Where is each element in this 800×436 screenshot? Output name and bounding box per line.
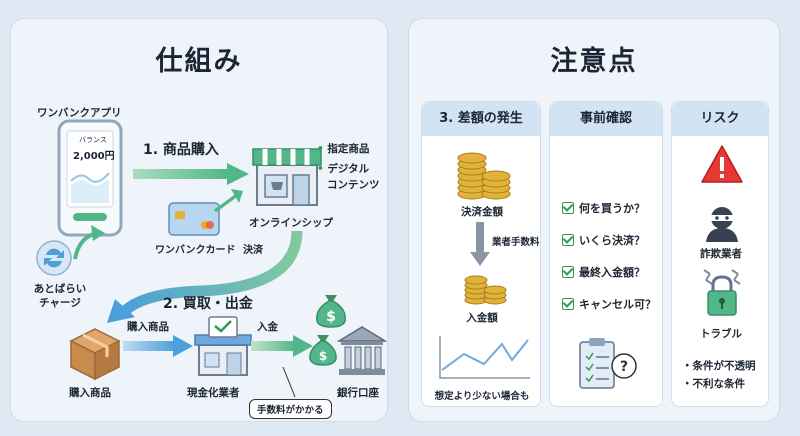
settle-label: 決済 — [243, 245, 263, 256]
received-amount-label: 入金額 — [466, 312, 498, 324]
column-risk-heading: リスク — [672, 102, 768, 136]
credit-card-icon — [168, 202, 220, 236]
column-difference-heading: 3. 差額の発生 — [422, 102, 540, 136]
card-label: ワンバンクカード — [155, 245, 236, 256]
down-arrow-icon — [470, 222, 490, 266]
step2-label: 2. 買取・出金 — [163, 296, 253, 312]
goods-label: 購入商品 — [69, 387, 111, 399]
risk-bullet-2: ・不利な条件 — [682, 378, 745, 390]
check-item-3: 最終入金額？ — [562, 264, 645, 280]
goods-to-dealer-arrow — [123, 335, 193, 357]
dealer-label: 現金化業者 — [187, 387, 240, 399]
check-item-1: 何を買うか？ — [562, 200, 645, 216]
bank-icon — [337, 326, 387, 375]
column-precheck: 事前確認 何を買うか？ いくら決済？ 最終入金額？ キャンセル可？ ? — [549, 101, 663, 407]
coin-stack-icon — [464, 275, 507, 305]
coin-stack-icon — [457, 152, 511, 200]
fee-badge: 手数料がかかる — [249, 399, 332, 419]
store-item-2: • デジタル — [317, 163, 370, 175]
fee-arrow-label: 業者手数料 — [492, 237, 540, 248]
checkbox-icon — [562, 234, 574, 246]
fraud-label: 詐欺業者 — [700, 248, 742, 260]
padlock-icon — [703, 269, 741, 316]
column-precheck-heading: 事前確認 — [550, 102, 662, 136]
warning-icon — [701, 145, 743, 183]
up-arrow-icon — [73, 225, 105, 260]
smartphone-icon — [57, 119, 123, 237]
bank-label: 銀行口座 — [337, 387, 379, 399]
balance-value: 2,000円 — [73, 151, 115, 162]
clipboard-icon: ? — [579, 338, 637, 389]
svg-text:?: ? — [620, 359, 628, 375]
dealer-to-bank-arrow — [251, 335, 313, 357]
mechanism-panel: 仕組み ワンバンクアプリ バランス 2,000円 あとばらい チャージ 1. 商… — [10, 18, 388, 422]
recharge-line-2: チャージ — [39, 297, 81, 309]
money-bag-icon: $ — [316, 295, 346, 328]
svg-text:$: $ — [319, 349, 327, 363]
fee-callout-pointer — [282, 366, 296, 398]
caution-panel: 注意点 3. 差額の発生 決済金額 業者手数料 入金額 想定より少ない場合も — [408, 18, 780, 422]
return-curve-arrow — [107, 230, 303, 323]
arrow-goods-label: 購入商品 — [127, 321, 169, 333]
line-chart-icon — [439, 336, 530, 379]
column-difference: 3. 差額の発生 決済金額 業者手数料 入金額 想定より少ない場合も — [421, 101, 541, 407]
checkbox-icon — [562, 202, 574, 214]
checkbox-icon — [562, 298, 574, 310]
thief-icon — [706, 207, 738, 242]
chart-caption: 想定より少ない場合も — [434, 391, 530, 402]
store-icon — [252, 148, 322, 206]
shop-label: オンラインシップ — [249, 217, 333, 229]
deposit-label: 入金 — [257, 321, 278, 333]
check-item-4: キャンセル可？ — [562, 296, 656, 312]
step1-label: 1. 商品購入 — [143, 142, 219, 158]
checkbox-icon — [562, 266, 574, 278]
column-risk: リスク 詐欺業者 トラブル ・条件が不透明 ・不利な条件 — [671, 101, 769, 407]
settle-amount-label: 決済金額 — [461, 206, 503, 218]
dealer-shop-icon — [194, 316, 252, 376]
store-item-3: コンテンツ — [327, 179, 380, 191]
trouble-label: トラブル — [700, 328, 742, 340]
card-to-store-arrow — [213, 189, 243, 213]
check-item-2: いくら決済？ — [562, 232, 645, 248]
recycle-icon — [36, 240, 72, 276]
store-item-1: • 指定商品 — [317, 143, 370, 155]
app-name-label: ワンバンクアプリ — [37, 107, 122, 119]
box-icon — [69, 328, 121, 381]
step1-arrow — [133, 163, 249, 185]
risk-bullet-1: ・条件が不透明 — [682, 360, 756, 372]
mechanism-title: 仕組み — [155, 46, 243, 77]
money-bag-icon: $ — [309, 335, 337, 366]
svg-text:$: $ — [326, 309, 336, 325]
balance-label: バランス — [79, 136, 107, 144]
recharge-line-1: あとばらい — [33, 283, 87, 295]
caution-title: 注意点 — [550, 46, 638, 77]
